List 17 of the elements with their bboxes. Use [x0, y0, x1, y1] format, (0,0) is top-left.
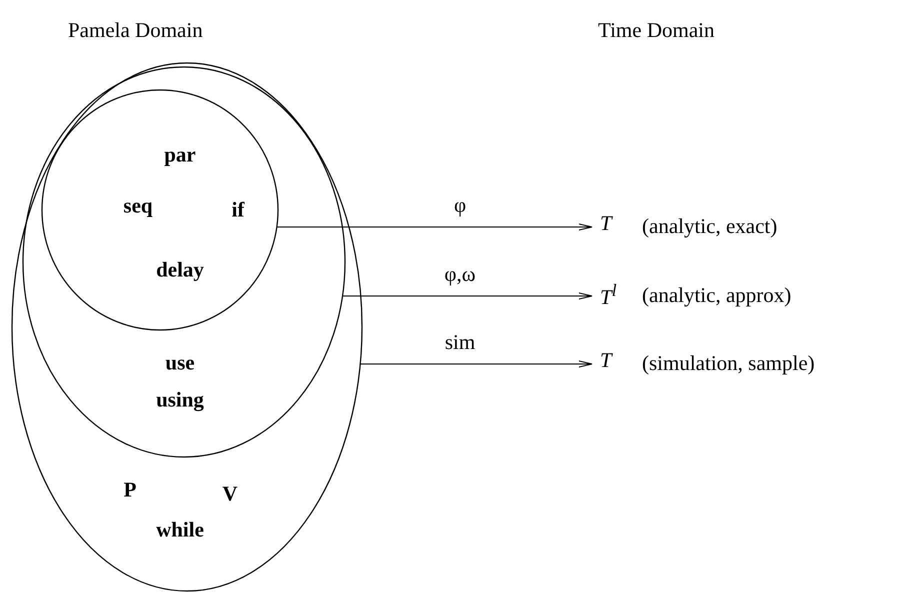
- description-label: (simulation, sample): [642, 351, 815, 376]
- symbol-label: T: [600, 348, 612, 373]
- keyword-label: use: [165, 350, 195, 376]
- keyword-label: using: [156, 388, 204, 412]
- description-label: (analytic, approx): [642, 283, 792, 308]
- keyword-label: delay: [156, 258, 204, 282]
- keyword-label: while: [156, 518, 204, 542]
- keyword-label: seq: [123, 194, 153, 218]
- keyword-label: if: [232, 198, 244, 222]
- keyword-label: V: [222, 482, 238, 506]
- symbol-label: T$^{l}$: [600, 280, 617, 310]
- keyword-label: par: [164, 142, 196, 168]
- keyword-label: P: [124, 478, 136, 502]
- description-label: (analytic, exact): [642, 214, 778, 239]
- symbol-label: T: [600, 211, 612, 236]
- heading-label: Time Domain: [598, 18, 714, 43]
- heading-label: Pamela Domain: [68, 18, 203, 43]
